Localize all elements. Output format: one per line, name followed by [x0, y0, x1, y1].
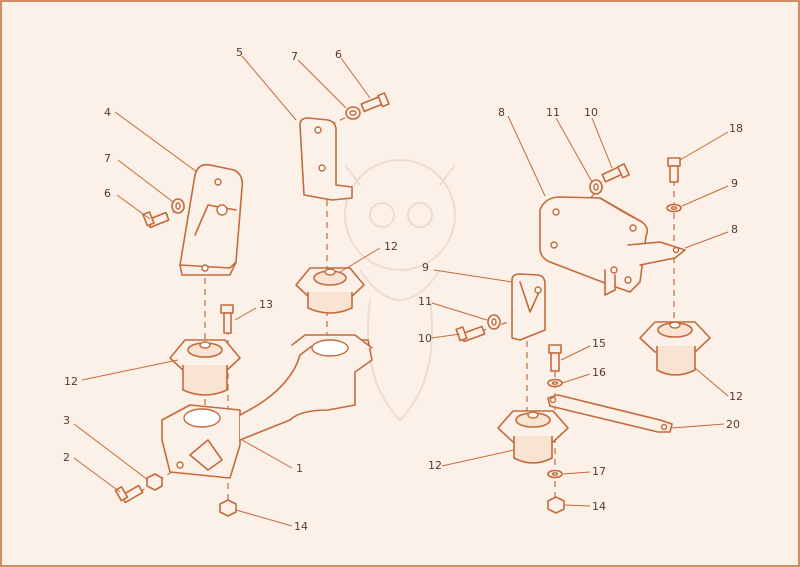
mount-plate-part-8 — [539, 196, 686, 296]
bolt-part-10-middle — [455, 325, 486, 343]
bolt-part-18 — [667, 157, 681, 183]
crossmember-part-1 — [161, 334, 373, 479]
callout-6-left: 6 — [104, 187, 111, 200]
washer-part-7-left — [171, 198, 185, 214]
nut-part-14-left — [219, 499, 237, 517]
callout-5: 5 — [236, 46, 243, 59]
engine-mount-part-12-top — [295, 267, 365, 314]
callout-12-right: 12 — [729, 390, 743, 403]
bolt-part-2 — [114, 484, 144, 504]
washer-part-7-top — [345, 106, 361, 120]
bolt-part-6-top — [360, 92, 390, 113]
callout-8-right: 8 — [731, 223, 738, 236]
leader-lines — [73, 55, 729, 527]
callout-7-top: 7 — [291, 50, 298, 63]
callout-8-top: 8 — [498, 106, 505, 119]
callout-12-lower: 12 — [428, 459, 442, 472]
callout-11-top: 11 — [546, 106, 560, 119]
callout-3: 3 — [63, 414, 70, 427]
callout-9-right: 9 — [731, 177, 738, 190]
callout-10-middle: 10 — [418, 332, 432, 345]
callout-12-top: 12 — [384, 240, 398, 253]
nut-part-14-right — [547, 496, 565, 514]
engine-mount-part-12-left — [169, 339, 241, 396]
washer-part-11-middle — [487, 314, 501, 330]
callout-1: 1 — [296, 462, 303, 475]
callout-9-middle: 9 — [422, 261, 429, 274]
bolt-part-10-upper — [601, 163, 630, 183]
callout-20: 20 — [726, 418, 740, 431]
callout-13: 13 — [259, 298, 273, 311]
washer-part-16 — [547, 378, 563, 388]
bolt-part-6-left — [142, 211, 170, 229]
callout-15: 15 — [592, 337, 606, 350]
washer-part-11-upper — [589, 179, 603, 195]
callout-17: 17 — [592, 465, 606, 478]
washer-part-9-right — [666, 203, 682, 213]
bracket-part-9 — [511, 273, 546, 341]
watermark-mascot-icon — [344, 159, 456, 422]
callout-10-top: 10 — [584, 106, 598, 119]
callout-14-right: 14 — [592, 500, 606, 513]
callout-7-left: 7 — [104, 152, 111, 165]
bolt-part-13 — [220, 304, 234, 334]
bracket-part-4 — [179, 163, 244, 276]
callout-11-middle: 11 — [418, 295, 432, 308]
callout-labels: 4 7 6 5 7 6 12 13 12 1 3 2 14 8 11 10 18… — [63, 46, 743, 533]
engine-mount-part-12-right — [639, 321, 711, 376]
callout-12-left: 12 — [64, 375, 78, 388]
bracket-part-5 — [299, 117, 353, 201]
callout-2: 2 — [63, 451, 70, 464]
nut-part-3 — [146, 473, 163, 491]
callout-16: 16 — [592, 366, 606, 379]
callout-14-left: 14 — [294, 520, 308, 533]
washer-part-17 — [547, 469, 563, 479]
strap-part-20 — [547, 394, 673, 433]
engine-mount-part-12-lower — [497, 410, 569, 464]
bolt-part-15 — [548, 344, 562, 372]
callout-6-top: 6 — [335, 48, 342, 61]
callout-4: 4 — [104, 106, 111, 119]
callout-18: 18 — [729, 122, 743, 135]
